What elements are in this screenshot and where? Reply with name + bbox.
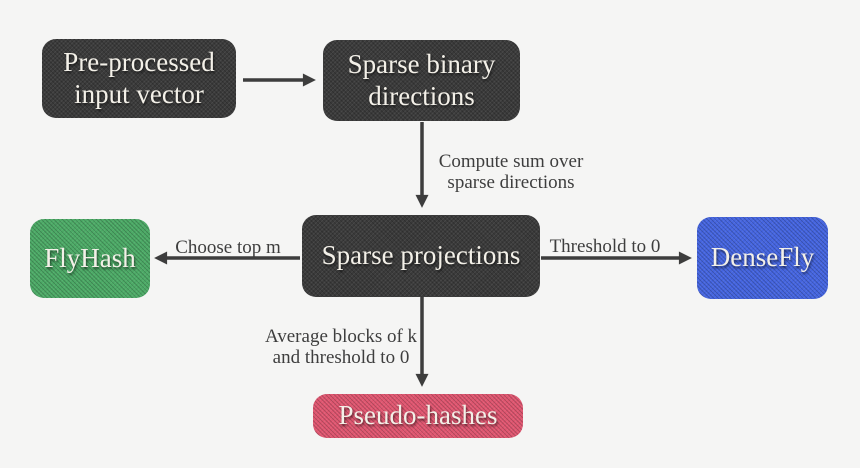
node-preprocessed-input-vector: Pre-processed input vector	[42, 39, 236, 118]
edge-label-average-blocks: Average blocks of k and threshold to 0	[264, 326, 418, 368]
node-densefly: DenseFly	[697, 217, 828, 299]
node-pseudo-hashes: Pseudo-hashes	[313, 394, 523, 438]
node-sparse-projections: Sparse projections	[302, 215, 540, 297]
node-sparse-binary-directions: Sparse binary directions	[323, 40, 520, 121]
edge-label-choose-top-m: Choose top m	[175, 237, 281, 258]
edge-label-compute-sum: Compute sum over sparse directions	[438, 151, 584, 193]
node-flyhash: FlyHash	[30, 219, 150, 298]
edge-label-threshold-to-0: Threshold to 0	[549, 236, 661, 257]
